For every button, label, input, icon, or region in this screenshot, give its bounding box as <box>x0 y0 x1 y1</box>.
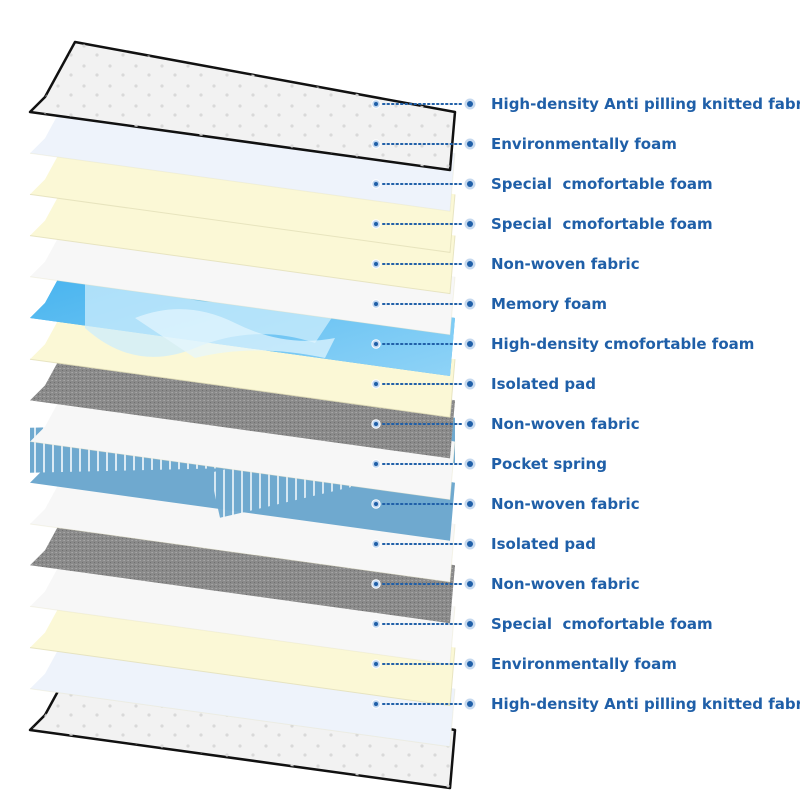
connector-2 <box>371 138 476 150</box>
connector-10 <box>371 458 476 470</box>
layer-label-2: Environmentally foam <box>491 135 677 153</box>
layer-label-12: Isolated pad <box>491 535 596 553</box>
layer-label-13: Non-woven fabric <box>491 575 640 593</box>
layer-label-5: Non-woven fabric <box>491 255 640 273</box>
connector-5 <box>371 258 476 270</box>
connector-12 <box>371 538 476 550</box>
layer-label-9: Non-woven fabric <box>491 415 640 433</box>
layer-label-11: Non-woven fabric <box>491 495 640 513</box>
connector-1 <box>371 98 476 110</box>
layer-label-1: High-density Anti pilling knitted fabric <box>491 95 800 113</box>
connector-15 <box>371 658 476 670</box>
layer-label-7: High-density cmofortable foam <box>491 335 755 353</box>
connector-9 <box>371 418 476 430</box>
layer-label-14: Special cmofortable foam <box>491 615 713 633</box>
layer-label-6: Memory foam <box>491 295 608 313</box>
connector-7 <box>371 338 476 350</box>
connector-8 <box>371 378 476 390</box>
layer-label-4: Special cmofortable foam <box>491 215 713 233</box>
connector-4 <box>371 218 476 230</box>
connector-6 <box>371 298 476 310</box>
connector-14 <box>371 618 476 630</box>
connector-16 <box>371 698 476 710</box>
connector-13 <box>371 578 476 590</box>
layer-label-8: Isolated pad <box>491 375 596 393</box>
connector-11 <box>371 498 476 510</box>
layer-label-10: Pocket spring <box>491 455 607 473</box>
layer-label-16: High-density Anti pilling knitted fabric <box>491 695 800 713</box>
connector-3 <box>371 178 476 190</box>
layer-label-15: Environmentally foam <box>491 655 677 673</box>
layer-label-3: Special cmofortable foam <box>491 175 713 193</box>
layer-1-knitted-fabric <box>28 40 457 172</box>
